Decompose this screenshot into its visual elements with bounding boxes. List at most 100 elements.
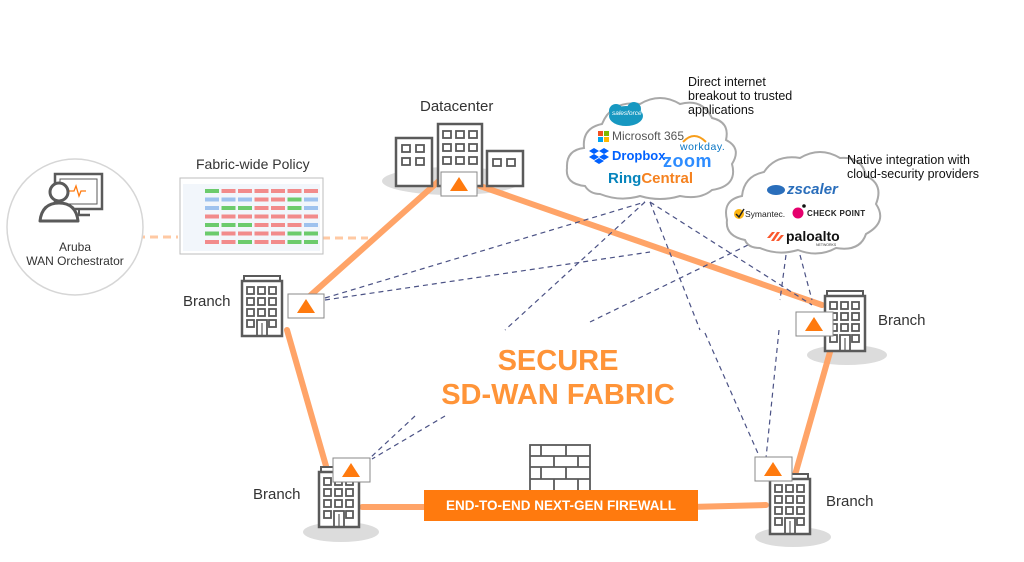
policy-cell	[221, 231, 236, 236]
workday-arc-icon	[682, 135, 707, 143]
saas-note-line: Direct internet	[688, 75, 766, 89]
policy-table-thumbnail[interactable]	[179, 177, 324, 255]
salesforce-logo-shape	[609, 102, 643, 126]
branch-left-top-label: Branch	[183, 293, 231, 310]
link-bottom-right	[687, 502, 769, 510]
policy-cell	[238, 214, 252, 219]
link-branch-rt-branch-rb	[792, 342, 835, 478]
policy-cell	[271, 231, 285, 236]
branch-building-icon	[768, 473, 812, 536]
ringcentral-logo-ring: Ring	[608, 170, 642, 187]
paloalto-logo-icon	[767, 232, 784, 241]
policy-cell	[271, 223, 285, 227]
policy-cell	[254, 231, 269, 236]
policy-cell	[287, 206, 302, 210]
policy-cell	[271, 189, 285, 193]
checkpoint-logo-icon	[792, 204, 806, 219]
policy-cell	[221, 206, 236, 210]
policy-cell	[287, 223, 302, 227]
zscaler-logo-icon	[767, 185, 785, 195]
fabric-links	[284, 177, 835, 510]
orchestrator-node[interactable]	[6, 158, 144, 296]
saas-note-line: breakout to trusted	[688, 89, 793, 103]
security-cloud-shape	[725, 151, 882, 255]
microsoft-logo-icon	[598, 131, 609, 142]
policy-cell	[271, 206, 285, 210]
fabric-title: SECURE SD-WAN FABRIC	[418, 344, 698, 412]
policy-cell	[221, 197, 236, 202]
fabric-title-line1: SECURE	[497, 345, 619, 377]
orchestrator-circle	[6, 158, 144, 296]
link-branch-lt-branch-lb	[284, 327, 329, 469]
dash-link	[324, 201, 646, 299]
microsoft-365-logo: Microsoft 365	[612, 129, 685, 143]
workday-logo: workday.	[680, 141, 726, 153]
dash-link	[704, 332, 761, 459]
policy-cell	[205, 214, 219, 219]
gateway-triangle-icon	[440, 171, 478, 197]
dash-link	[504, 201, 646, 331]
policy-cell	[221, 223, 236, 227]
policy-cell	[205, 231, 219, 236]
checkpoint-logo: CHECK POINT	[807, 209, 866, 218]
policy-cell	[271, 240, 285, 244]
security-note-line: cloud-security providers	[847, 167, 979, 181]
branch-right-bottom-node[interactable]	[754, 456, 812, 536]
dash-link	[369, 415, 416, 459]
policy-cell	[205, 206, 219, 210]
datacenter-node[interactable]	[394, 122, 525, 197]
branch-left-top-node[interactable]	[240, 275, 325, 338]
policy-label: Fabric-wide Policy	[196, 156, 310, 172]
policy-cell	[205, 240, 219, 244]
policy-cell	[254, 223, 269, 227]
dash-link	[799, 254, 813, 301]
branch-building-icon	[240, 275, 284, 338]
link-branch-lt-datacenter	[300, 177, 443, 305]
saas-note-line: applications	[688, 103, 755, 117]
policy-cell	[238, 197, 252, 202]
branch-right-bottom-label: Branch	[826, 493, 874, 510]
dash-link	[649, 201, 813, 306]
policy-cell	[254, 206, 269, 210]
ringcentral-logo-central: Central	[641, 170, 694, 187]
gateway-triangle-icon	[287, 293, 325, 319]
gateway-triangle-icon	[332, 457, 371, 483]
symantec-logo-icon	[734, 208, 745, 219]
policy-cell	[221, 189, 236, 193]
policy-cell	[221, 214, 236, 219]
gateway-triangle-icon	[795, 311, 834, 337]
datacenter-label: Datacenter	[420, 98, 494, 115]
saas-cloud-shape	[565, 97, 737, 200]
salesforce-logo: salesforce	[612, 110, 642, 117]
policy-cell	[304, 206, 318, 210]
gateway-triangle-icon	[754, 456, 793, 482]
policy-cell	[205, 197, 219, 202]
policy-cell	[238, 206, 252, 210]
security-note-line: Native integration with	[847, 153, 970, 167]
policy-cell	[254, 214, 269, 219]
fabric-title-line2: SD-WAN FABRIC	[441, 379, 675, 411]
symantec-logo: Symantec.	[745, 209, 786, 219]
policy-cell	[287, 197, 302, 202]
policy-cell	[287, 231, 302, 236]
dash-link	[765, 329, 780, 459]
policy-cell	[205, 189, 219, 193]
policy-cell	[271, 214, 285, 219]
orchestrator-label: Aruba WAN Orchestrator	[0, 240, 150, 268]
paloalto-logo: paloalto	[786, 228, 840, 244]
policy-cell	[304, 223, 318, 227]
dash-link	[324, 251, 651, 301]
branch-right-top-node[interactable]	[795, 290, 867, 353]
orchestrator-label-line2: WAN Orchestrator	[26, 254, 124, 268]
policy-cell	[304, 240, 318, 244]
dash-link	[779, 254, 787, 301]
policy-cell	[287, 240, 302, 244]
policy-cell	[304, 197, 318, 202]
dropbox-logo: Dropbox	[612, 148, 666, 163]
branch-left-bottom-label: Branch	[253, 486, 301, 503]
security-note: Native integration with cloud-security p…	[847, 153, 979, 181]
policy-cell	[304, 189, 318, 193]
branch-left-bottom-node[interactable]	[317, 457, 371, 529]
paloalto-sub-logo: NETWORKS	[816, 243, 837, 247]
